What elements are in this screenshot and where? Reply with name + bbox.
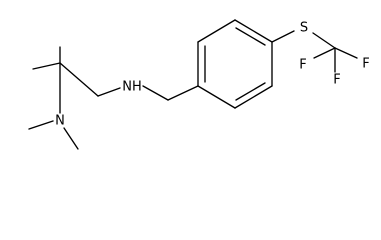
bond-ring-s	[271, 30, 295, 43]
bond-methyl-left-quaternary	[32, 62, 61, 70]
bond-n-methyl-down	[63, 127, 79, 150]
atom-label-nh: NH	[122, 80, 142, 95]
molecule-structure-diagram: NH N S F F F	[28, 19, 370, 150]
atom-label-f-left: F	[299, 58, 306, 73]
bond-s-cf3	[312, 32, 336, 49]
bond-ch2-nh	[97, 87, 121, 97]
ring-bond-6	[197, 85, 236, 109]
atom-label-f-bottom: F	[333, 73, 340, 88]
ring-double-bond-top	[235, 27, 266, 46]
atom-label-n: N	[55, 114, 65, 129]
bond-n-methyl-left	[28, 120, 54, 130]
ring-bond-3	[234, 19, 273, 43]
bond-benzyl-ch2-ring	[167, 85, 199, 101]
ring-double-bond-bottom	[235, 82, 266, 101]
ring-bond-2	[197, 19, 236, 43]
bond-quaternary-ch2	[59, 62, 99, 97]
ring-bond-5	[234, 85, 273, 109]
bond-cf3-f-right	[334, 47, 358, 59]
bond-nh-benzyl-ch2	[142, 85, 169, 101]
atom-label-s: S	[300, 21, 308, 36]
bond-cf3-f-left	[313, 47, 336, 59]
atom-label-f-right: F	[362, 57, 369, 72]
